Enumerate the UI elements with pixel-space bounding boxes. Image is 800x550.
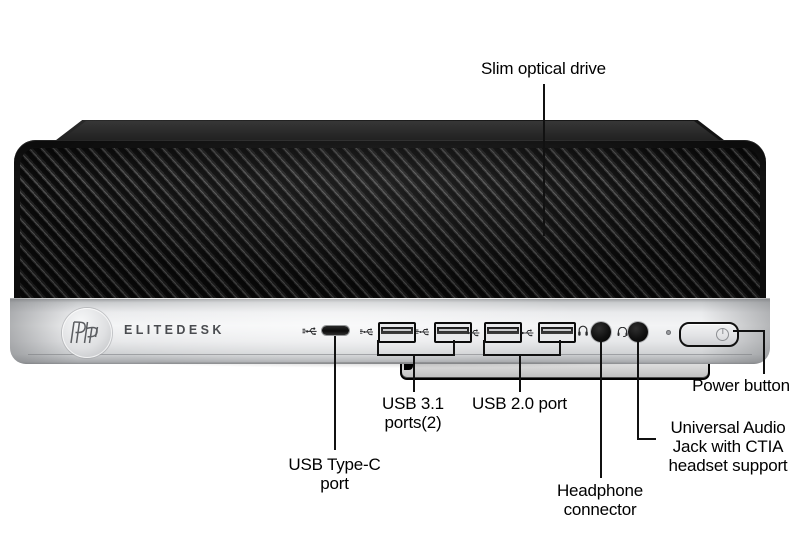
- callout-universal-audio-jack: Universal Audio Jack with CTIA headset s…: [668, 418, 788, 476]
- grille-shading: [14, 140, 766, 306]
- usb-port-tongue-gap: [439, 329, 467, 331]
- headphone-jack[interactable]: [591, 322, 611, 342]
- usb-31-port-1[interactable]: [378, 322, 416, 343]
- ss-usb-icon-2: [415, 328, 431, 336]
- usb-icon-2: [521, 329, 535, 337]
- leader-line-optical-drive: [543, 84, 545, 236]
- callout-usb-31-ports: USB 3.1 ports(2): [382, 394, 444, 433]
- leader-line-universal-audio-vertical: [637, 340, 639, 440]
- leader-line-headphone-connector: [600, 340, 602, 478]
- bracket-usb-20-ports: [483, 340, 561, 356]
- usb-20-port-1[interactable]: [484, 322, 522, 343]
- callout-usb-type-c-port: USB Type-C port: [288, 455, 381, 494]
- leader-line-universal-audio-horizontal: [637, 438, 656, 440]
- leader-line-power-button-vertical: [763, 330, 765, 374]
- leader-line-usb-31-ports: [413, 354, 415, 392]
- chassis-base-shadow: [34, 362, 746, 370]
- ss-usb-icon-typec: [301, 327, 319, 336]
- universal-audio-jack[interactable]: [628, 322, 648, 342]
- leader-line-usb-20-port: [519, 354, 521, 392]
- usb-icon-1: [467, 329, 481, 337]
- desktop-chassis: ELITEDESK: [10, 118, 770, 380]
- bracket-usb-31-ports: [377, 340, 455, 356]
- callout-usb-20-port: USB 2.0 port: [472, 394, 567, 413]
- grille-stripe-texture: [20, 148, 760, 306]
- callout-power-button: Power button: [692, 376, 790, 395]
- model-name-text: ELITEDESK: [124, 323, 225, 337]
- ss-usb-icon-1: [359, 328, 375, 336]
- leader-line-power-button-horizontal: [733, 330, 765, 332]
- callout-headphone-connector: Headphone connector: [556, 481, 644, 520]
- usb-type-c-port[interactable]: [322, 326, 349, 335]
- usb-port-tongue-gap: [489, 329, 517, 331]
- usb-port-tongue-gap: [543, 329, 571, 331]
- callout-slim-optical-drive: Slim optical drive: [481, 59, 606, 78]
- usb-port-tongue-gap: [383, 329, 411, 331]
- headphone-icon: [578, 325, 588, 337]
- front-vent-grille: [14, 140, 766, 306]
- usb-20-port-2[interactable]: [538, 322, 576, 343]
- leader-line-usb-type-c: [334, 336, 336, 450]
- power-symbol-icon: [716, 328, 729, 341]
- status-led-indicator: [666, 330, 671, 335]
- hp-logo: [62, 308, 112, 358]
- headset-icon: [617, 327, 628, 337]
- power-button[interactable]: [679, 322, 739, 347]
